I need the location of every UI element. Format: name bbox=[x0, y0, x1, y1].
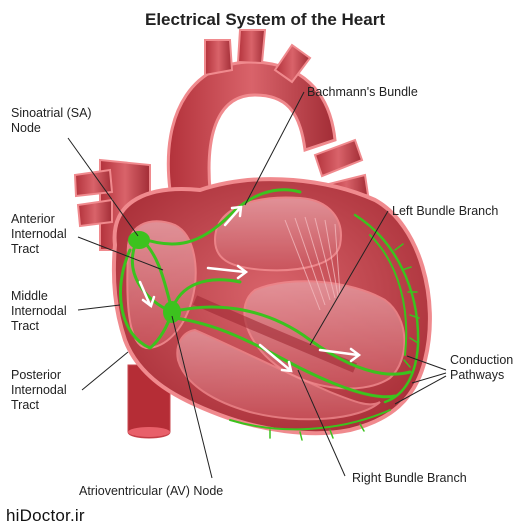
purkinje-bottom-path bbox=[229, 409, 391, 431]
leader-posterior-tract bbox=[81, 351, 129, 391]
leader-conduction-2 bbox=[411, 372, 447, 384]
flow-arrow-4 bbox=[258, 343, 292, 372]
aorta-branch-2 bbox=[236, 29, 267, 65]
label-sa-node: Sinoatrial (SA) Node bbox=[11, 106, 92, 135]
label-left-bundle-branch: Left Bundle Branch bbox=[392, 204, 499, 218]
leader-lines bbox=[67, 91, 447, 479]
conduction-system bbox=[119, 188, 420, 441]
leader-right-bundle-branch bbox=[297, 369, 346, 477]
flow-arrow-3 bbox=[223, 206, 242, 227]
flow-arrow-5 bbox=[318, 348, 360, 357]
inferior-vena-cava-opening bbox=[128, 427, 170, 437]
flow-arrow-3-head bbox=[230, 205, 243, 218]
label-posterior-internodal-tract: Posterior Internodal Tract bbox=[11, 368, 67, 412]
flow-arrow-1-head bbox=[236, 264, 249, 280]
flow-arrow-5-head bbox=[349, 347, 362, 363]
bachmanns-bundle-path bbox=[138, 188, 302, 246]
aorta-branch-1 bbox=[204, 39, 234, 77]
pulmonary-vessel-right-1 bbox=[313, 138, 364, 178]
flow-arrow-1 bbox=[206, 266, 247, 274]
right-ventricle bbox=[176, 328, 381, 421]
leader-conduction-1 bbox=[406, 355, 447, 371]
label-middle-internodal-tract: Middle Internodal Tract bbox=[11, 289, 67, 333]
label-conduction-pathways: Conduction Pathways bbox=[450, 353, 514, 382]
flow-arrow-2 bbox=[138, 280, 152, 307]
aorta-branch-3 bbox=[273, 43, 312, 84]
purkinje-twigs bbox=[269, 243, 420, 441]
watermark-text: hiDoctor.ir bbox=[6, 506, 85, 525]
label-av-node: Atrioventricular (AV) Node bbox=[79, 484, 224, 498]
valve-chordae bbox=[284, 216, 341, 311]
leader-left-bundle-branch bbox=[309, 210, 389, 346]
flow-arrow-4-head bbox=[280, 360, 293, 373]
leader-sa-node bbox=[67, 137, 139, 237]
posterior-internodal-tract-path bbox=[119, 248, 174, 350]
av-node-shape bbox=[163, 301, 181, 323]
pulmonary-vessel-left-2 bbox=[76, 198, 113, 228]
label-right-bundle-branch: Right Bundle Branch bbox=[352, 471, 467, 485]
bundle-branch-lower-path bbox=[173, 316, 397, 399]
leader-bachmanns-bundle bbox=[244, 91, 305, 206]
label-bachmanns-bundle: Bachmann's Bundle bbox=[307, 85, 418, 99]
diagram-title: Electrical System of the Heart bbox=[145, 10, 385, 29]
purkinje-outer-path bbox=[353, 213, 420, 404]
pulmonary-vessel-left-1 bbox=[73, 168, 114, 198]
flow-arrow-2-head bbox=[141, 295, 156, 309]
label-anterior-internodal-tract: Anterior Internodal Tract bbox=[11, 212, 67, 256]
flow-arrows bbox=[138, 205, 362, 373]
aorta bbox=[166, 60, 337, 192]
leader-av-node bbox=[171, 315, 213, 479]
leader-anterior-tract bbox=[77, 236, 164, 271]
leader-conduction-3 bbox=[394, 375, 447, 405]
sa-node-shape bbox=[128, 231, 150, 249]
left-atrium bbox=[213, 196, 342, 272]
leader-middle-tract bbox=[77, 304, 121, 311]
bundle-branch-upper-path bbox=[170, 305, 412, 376]
purkinje-inner-path bbox=[369, 234, 408, 356]
